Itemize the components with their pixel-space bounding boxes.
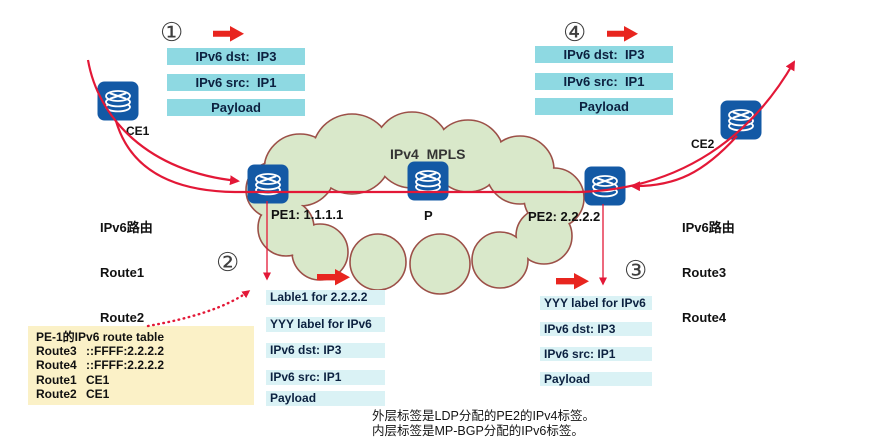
node-label-ce1: CE1 — [126, 124, 150, 138]
packet-field-payload: Payload — [266, 391, 385, 406]
packet-field-payload: Payload — [540, 372, 652, 386]
route-table-title: PE-1的IPv6 route table — [36, 330, 165, 344]
packet-field-inner-label: YYY label for IPv6 — [266, 317, 385, 332]
step-badge-2: ② — [216, 247, 240, 277]
left-routes-annotation: IPv6路由 Route1 Route2 — [100, 190, 153, 355]
packet-field-outer-label: Lable1 for 2.2.2.2 — [266, 290, 385, 305]
packet-field-inner-label: YYY label for IPv6 — [540, 296, 652, 310]
pe1-route-table: PE-1的IPv6 route table Route3::FFFF:2.2.2… — [28, 326, 254, 406]
route-table-dotted-pointer — [146, 289, 251, 328]
right-routes-r2: Route4 — [682, 310, 727, 325]
step-badge-1: ① — [160, 17, 184, 47]
router-icon-pe1 — [247, 164, 289, 204]
caption-line-1: 外层标签是LDP分配的PE2的IPv4标签。 — [372, 409, 595, 423]
left-routes-r2: Route2 — [100, 310, 145, 325]
router-icon-ce2 — [720, 100, 762, 140]
label-explanation-caption: 外层标签是LDP分配的PE2的IPv4标签。 内层标签是MP-BGP分配的IPv… — [372, 409, 595, 438]
left-routes-title: IPv6路由 — [100, 220, 153, 235]
right-routes-r1: Route3 — [682, 265, 727, 280]
packet-field-payload: Payload — [167, 99, 305, 116]
packet-field-ipv6-src: IPv6 src: IP1 — [540, 347, 652, 361]
right-routes-annotation: IPv6路由 Route3 Route4 — [682, 190, 735, 355]
packet-field-payload: Payload — [535, 98, 673, 115]
packet-field-ipv6-dst: IPv6 dst: IP3 — [266, 343, 385, 358]
right-block-arrow-icon — [607, 26, 638, 42]
node-label-p: P — [424, 208, 433, 223]
packet-field-ipv6-src: IPv6 src: IP1 — [535, 73, 673, 90]
right-block-arrow-icon — [556, 273, 589, 290]
right-routes-title: IPv6路由 — [682, 220, 735, 235]
route-table-row: Route3::FFFF:2.2.2.2 — [36, 344, 165, 359]
right-block-arrow-icon — [213, 26, 244, 42]
flow-ce2-to-pe2-arrow — [630, 135, 738, 192]
cloud-label: IPv4 MPLS — [390, 146, 466, 162]
packet-field-ipv6-src: IPv6 src: IP1 — [266, 370, 385, 385]
packet-field-ipv6-src: IPv6 src: IP1 — [167, 74, 305, 91]
router-icon-pe2 — [584, 166, 626, 206]
node-label-pe2: PE2: 2.2.2.2 — [528, 209, 601, 224]
route-table-row: Route4::FFFF:2.2.2.2 — [36, 358, 165, 373]
node-label-pe1: PE1: 1.1.1.1 — [271, 207, 344, 222]
caption-line-2: 内层标签是MP-BGP分配的IPv6标签。 — [372, 423, 584, 438]
packet-field-ipv6-dst: IPv6 dst: IP3 — [167, 48, 305, 65]
right-block-arrow-icon — [317, 269, 350, 286]
step-badge-3: ③ — [624, 255, 648, 285]
packet-field-ipv6-dst: IPv6 dst: IP3 — [535, 46, 673, 63]
packet-field-ipv6-dst: IPv6 dst: IP3 — [540, 322, 652, 336]
step-badge-4: ④ — [563, 17, 587, 47]
router-icon-p — [407, 161, 449, 201]
left-routes-r1: Route1 — [100, 265, 145, 280]
node-label-ce2: CE2 — [691, 137, 715, 151]
router-icon-ce1 — [97, 81, 139, 121]
